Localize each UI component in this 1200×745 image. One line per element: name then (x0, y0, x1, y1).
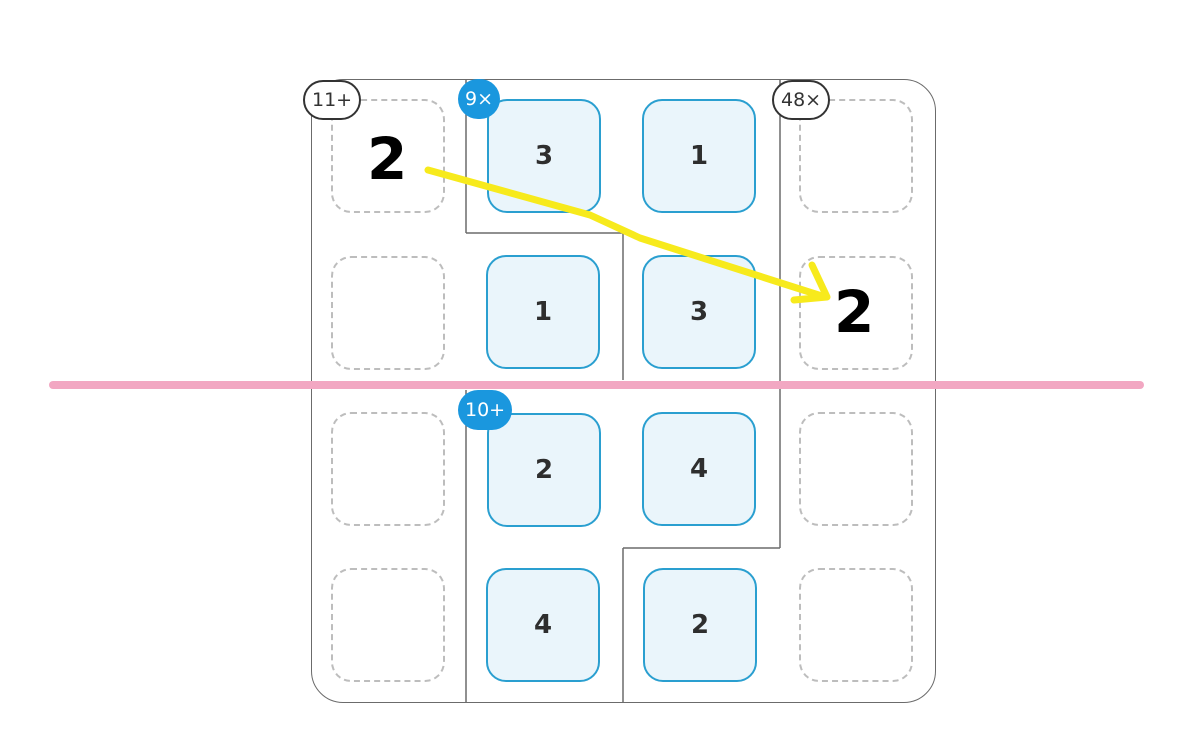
cell-r1c1[interactable] (331, 99, 445, 213)
cell-r3c1[interactable] (331, 412, 445, 526)
cell-r2c2[interactable]: 1 (486, 255, 600, 369)
cage-badge-48-times: 48× (772, 80, 831, 120)
cell-r4c3[interactable]: 2 (643, 568, 757, 682)
cell-r3c4[interactable] (799, 412, 913, 526)
cell-r4c2[interactable]: 4 (486, 568, 600, 682)
hint-target-digit: 2 (834, 278, 875, 346)
hint-arrow (424, 166, 829, 301)
arrow-head-icon (790, 261, 831, 304)
cell-r1c3[interactable]: 1 (642, 99, 756, 213)
hint-source-digit: 2 (367, 125, 408, 193)
cage-badge-11-plus: 11+ (303, 80, 362, 120)
cage-badge-10-plus: 10+ (458, 390, 513, 430)
cell-r3c3[interactable]: 4 (642, 412, 756, 526)
cage-badge-9-times: 9× (458, 79, 501, 119)
cell-r3c2[interactable]: 2 (487, 413, 601, 527)
cell-r4c4[interactable] (799, 568, 913, 682)
cell-r2c3[interactable]: 3 (642, 255, 756, 369)
cell-r2c1[interactable] (331, 256, 445, 370)
cell-r4c1[interactable] (331, 568, 445, 682)
